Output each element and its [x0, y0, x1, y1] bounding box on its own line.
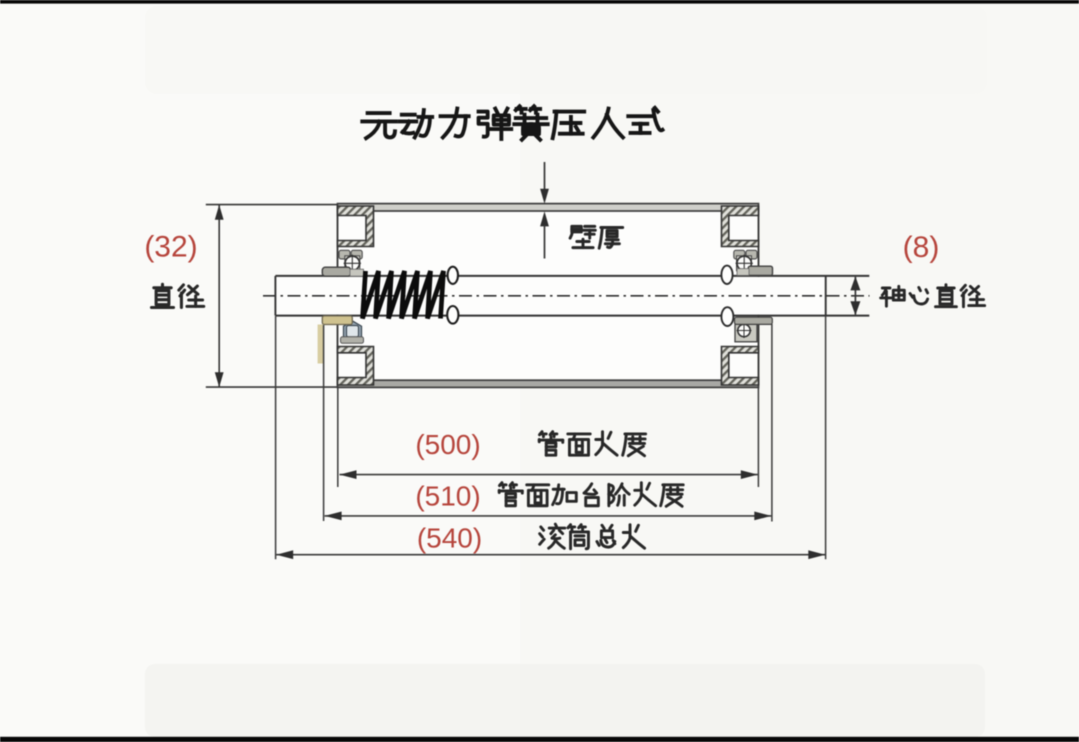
svg-text:(500): (500)	[415, 429, 480, 460]
svg-text:(510): (510)	[415, 481, 480, 512]
svg-text:(540): (540)	[417, 523, 482, 554]
svg-text:(8): (8)	[903, 231, 940, 264]
svg-text:(32): (32)	[144, 231, 197, 264]
